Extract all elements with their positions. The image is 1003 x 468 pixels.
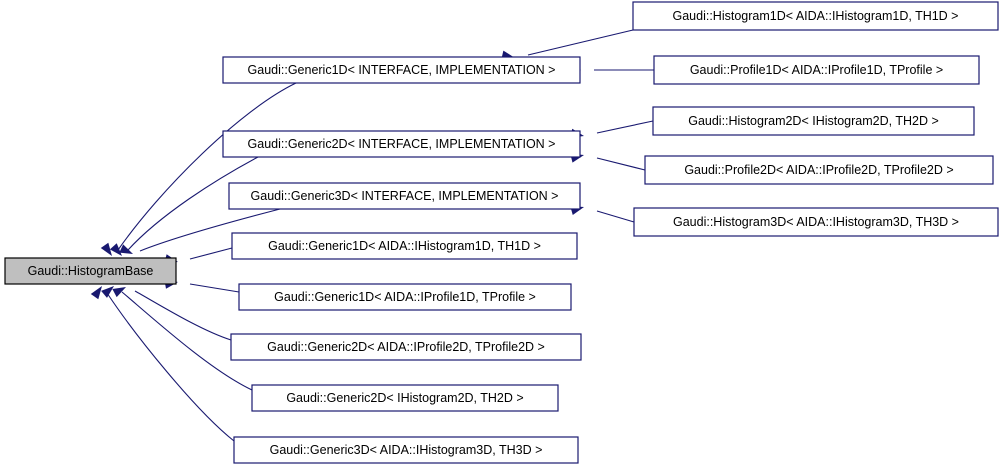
inheritance-edge: [119, 208, 281, 254]
edge-line: [106, 292, 235, 442]
edge-arrowhead-icon: [119, 244, 133, 254]
class-node-label: Gaudi::Generic1D< AIDA::IProfile1D, TPro…: [274, 290, 536, 304]
edge-arrowhead-icon: [90, 286, 102, 300]
class-node-label: Gaudi::HistogramBase: [28, 264, 154, 278]
class-node-box[interactable]: [633, 207, 999, 237]
edge-line: [596, 120, 654, 134]
class-node-generic3d-histogram3d[interactable]: Gaudi::Generic3D< AIDA::IHistogram3D, TH…: [233, 436, 579, 464]
inheritance-edge: [568, 65, 654, 75]
class-node-label: Gaudi::Generic2D< AIDA::IProfile2D, TPro…: [267, 340, 545, 354]
edge-line: [127, 156, 259, 251]
class-node-box[interactable]: [228, 182, 581, 210]
edge-line: [117, 82, 297, 251]
class-node-label: Gaudi::Profile2D< AIDA::IProfile2D, TPro…: [684, 163, 953, 177]
class-node-generic3d-interface[interactable]: Gaudi::Generic3D< INTERFACE, IMPLEMENTAT…: [228, 182, 581, 210]
edge-line: [527, 29, 634, 56]
class-node-label: Gaudi::Generic1D< AIDA::IHistogram1D, TH…: [268, 239, 541, 253]
class-node-box[interactable]: [251, 384, 559, 412]
class-node-generic2d-profile2d[interactable]: Gaudi::Generic2D< AIDA::IProfile2D, TPro…: [230, 333, 582, 361]
edge-line: [121, 291, 253, 391]
class-node-box[interactable]: [238, 283, 572, 311]
class-node-label: Gaudi::Histogram2D< IHistogram2D, TH2D >: [688, 114, 939, 128]
class-node-box[interactable]: [233, 436, 579, 464]
edge-line: [596, 157, 646, 171]
class-node-box[interactable]: [222, 56, 581, 84]
edge-line: [189, 247, 233, 260]
class-node-box[interactable]: [222, 130, 581, 158]
inheritance-edge: [570, 153, 646, 171]
class-node-label: Gaudi::Generic2D< IHistogram2D, TH2D >: [286, 391, 523, 405]
class-node-box[interactable]: [230, 333, 582, 361]
class-node-label: Gaudi::Histogram1D< AIDA::IHistogram1D, …: [673, 9, 959, 23]
class-node-histogram-base[interactable]: Gaudi::HistogramBase: [4, 257, 177, 285]
inheritance-edge: [109, 156, 259, 256]
inheritance-edge: [90, 286, 235, 442]
inheritance-edge: [101, 286, 253, 391]
edge-line: [596, 210, 635, 223]
class-node-histogram1d[interactable]: Gaudi::Histogram1D< AIDA::IHistogram1D, …: [632, 1, 999, 31]
edge-arrowhead-icon: [112, 287, 126, 298]
class-node-label: Gaudi::Generic3D< AIDA::IHistogram3D, TH…: [270, 443, 543, 457]
edge-arrowhead-icon: [100, 242, 112, 256]
class-node-box[interactable]: [231, 232, 578, 260]
class-node-box[interactable]: [653, 55, 980, 85]
class-node-box[interactable]: [644, 155, 994, 185]
class-node-generic2d-interface[interactable]: Gaudi::Generic2D< INTERFACE, IMPLEMENTAT…: [222, 130, 581, 158]
class-node-generic1d-profile1d[interactable]: Gaudi::Generic1D< AIDA::IProfile1D, TPro…: [238, 283, 572, 311]
edge-line: [139, 208, 281, 252]
class-node-label: Gaudi::Profile1D< AIDA::IProfile1D, TPro…: [690, 63, 943, 77]
class-node-label: Gaudi::Generic1D< INTERFACE, IMPLEMENTAT…: [248, 63, 556, 77]
class-node-box[interactable]: [652, 106, 975, 136]
class-node-label: Gaudi::Generic2D< INTERFACE, IMPLEMENTAT…: [248, 137, 556, 151]
edge-arrowhead-icon: [101, 286, 114, 298]
class-node-histogram2d[interactable]: Gaudi::Histogram2D< IHistogram2D, TH2D >: [652, 106, 975, 136]
class-node-generic2d-histogram2d[interactable]: Gaudi::Generic2D< IHistogram2D, TH2D >: [251, 384, 559, 412]
inheritance-edge: [570, 120, 654, 138]
class-node-box[interactable]: [4, 257, 177, 285]
inheritance-edge: [100, 82, 297, 256]
class-node-profile1d[interactable]: Gaudi::Profile1D< AIDA::IProfile1D, TPro…: [653, 55, 980, 85]
edge-line: [134, 290, 232, 341]
class-node-profile2d[interactable]: Gaudi::Profile2D< AIDA::IProfile2D, TPro…: [644, 155, 994, 185]
class-node-box[interactable]: [632, 1, 999, 31]
class-node-generic1d-histogram1d[interactable]: Gaudi::Generic1D< AIDA::IHistogram1D, TH…: [231, 232, 578, 260]
edge-arrowhead-icon: [109, 243, 122, 256]
inheritance-edge: [112, 287, 232, 341]
class-node-histogram3d[interactable]: Gaudi::Histogram3D< AIDA::IHistogram3D, …: [633, 207, 999, 237]
class-node-generic1d-interface[interactable]: Gaudi::Generic1D< INTERFACE, IMPLEMENTAT…: [222, 56, 581, 84]
edge-line: [189, 283, 240, 293]
nodes-layer: Gaudi::HistogramBase Gaudi::Generic1D< IN…: [4, 1, 999, 464]
class-node-label: Gaudi::Histogram3D< AIDA::IHistogram3D, …: [673, 215, 959, 229]
class-node-label: Gaudi::Generic3D< INTERFACE, IMPLEMENTAT…: [251, 189, 559, 203]
